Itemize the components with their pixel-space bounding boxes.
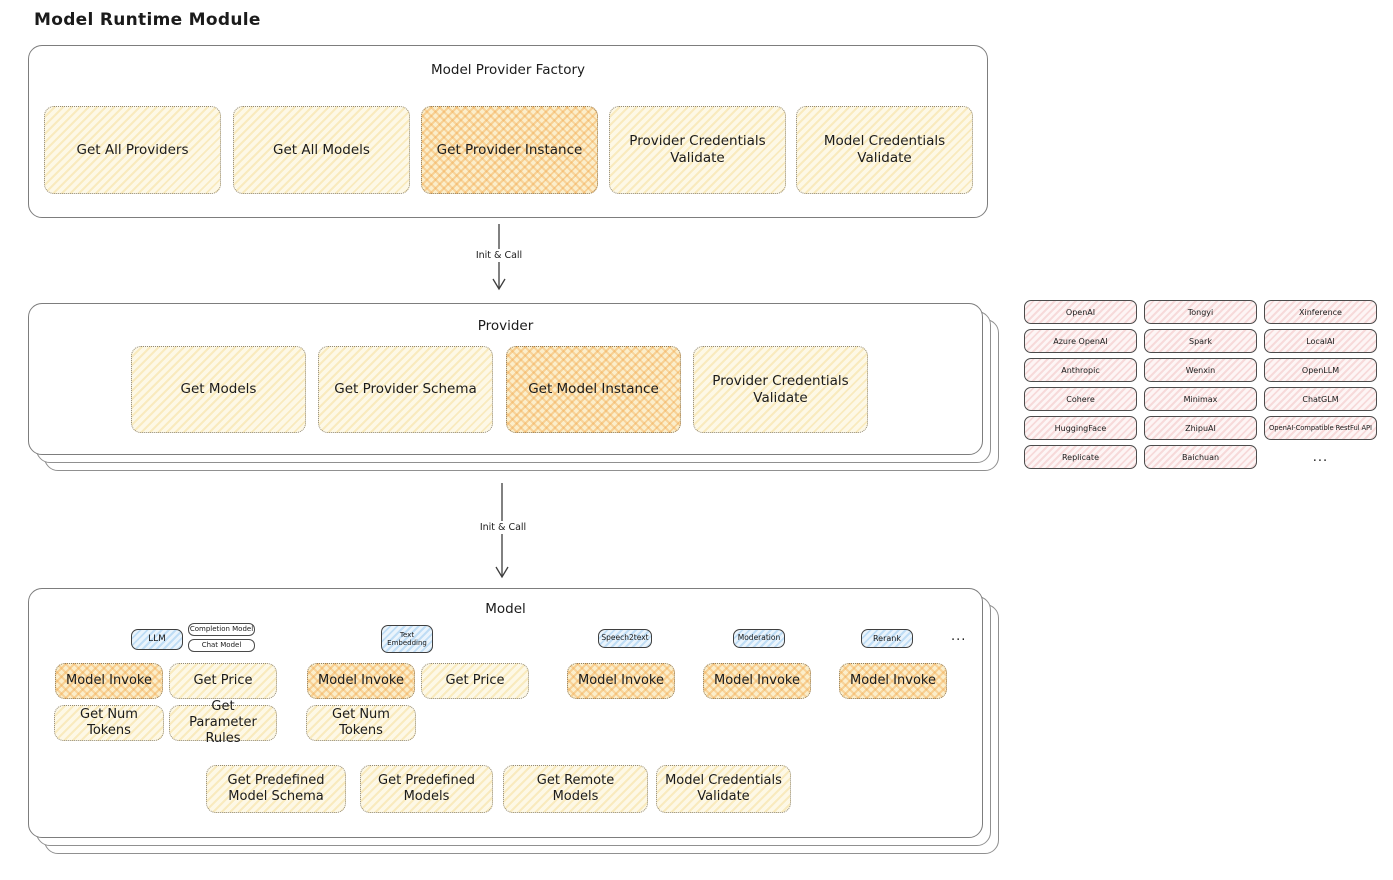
provider-pill-tongyi: Tongyi	[1144, 300, 1257, 324]
model-badge-text-embedding: Text Embedding	[381, 625, 433, 653]
model-node-llm-get-parameter-rules: Get Parameter Rules	[169, 699, 277, 746]
model-badge-llm: LLM	[131, 629, 183, 650]
model-panel: Model LLM Completion Model Chat Model Te…	[28, 588, 983, 838]
factory-node-get-provider-instance: Get Provider Instance	[421, 106, 598, 194]
model-node-s2t-model-invoke: Model Invoke	[567, 663, 675, 699]
provider-node-get-model-instance: Get Model Instance	[506, 346, 681, 433]
provider-pill-minimax: Minimax	[1144, 387, 1257, 411]
provider-pill-xinference: Xinference	[1264, 300, 1377, 324]
provider-pill-cohere: Cohere	[1024, 387, 1137, 411]
model-badges-more-ellipsis: ...	[951, 629, 967, 644]
provider-node-get-models: Get Models	[131, 346, 306, 433]
provider-pill-huggingface: HuggingFace	[1024, 416, 1137, 440]
provider-pill-localai: LocalAI	[1264, 329, 1377, 353]
provider-node-provider-credentials-validate: Provider Credentials Validate	[693, 346, 868, 433]
model-node-llm-get-price: Get Price	[169, 663, 277, 699]
provider-pill-azure-openai: Azure OpenAI	[1024, 329, 1137, 353]
provider-panel: Provider Get Models Get Provider Schema …	[28, 303, 983, 455]
arrow-label-init-call-1: Init & Call	[471, 249, 527, 262]
model-node-te-get-num-tokens: Get Num Tokens	[306, 705, 416, 741]
model-badge-rerank: Rerank	[861, 629, 913, 648]
provider-pill-anthropic: Anthropic	[1024, 358, 1137, 382]
model-node-get-predefined-models: Get Predefined Models	[360, 765, 493, 813]
provider-pill-replicate: Replicate	[1024, 445, 1137, 469]
providers-more-ellipsis: ...	[1312, 449, 1329, 465]
model-node-model-credentials-validate: Model Credentials Validate	[656, 765, 791, 813]
factory-node-get-all-models: Get All Models	[233, 106, 410, 194]
provider-pill-wenxin: Wenxin	[1144, 358, 1257, 382]
model-node-get-predefined-model-schema: Get Predefined Model Schema	[206, 765, 346, 813]
provider-title: Provider	[477, 318, 534, 334]
model-node-get-remote-models: Get Remote Models	[503, 765, 648, 813]
provider-pill-openai: OpenAI	[1024, 300, 1137, 324]
model-node-te-get-price: Get Price	[421, 663, 529, 699]
providers-grid: OpenAI Tongyi Xinference Azure OpenAI Sp…	[1024, 300, 1377, 469]
model-node-te-model-invoke: Model Invoke	[307, 663, 415, 699]
factory-title: Model Provider Factory	[430, 62, 585, 78]
model-node-llm-get-num-tokens: Get Num Tokens	[54, 705, 164, 741]
provider-pill-zhipuai: ZhipuAI	[1144, 416, 1257, 440]
provider-pill-openllm: OpenLLM	[1264, 358, 1377, 382]
factory-node-get-all-providers: Get All Providers	[44, 106, 221, 194]
model-chip-chat-model: Chat Model	[188, 639, 255, 652]
factory-panel: Model Provider Factory Get All Providers…	[28, 45, 988, 218]
model-title: Model	[485, 601, 526, 617]
model-badge-speech2text: Speech2text	[598, 629, 652, 648]
provider-pill-chatglm: ChatGLM	[1264, 387, 1377, 411]
factory-node-model-credentials-validate: Model Credentials Validate	[796, 106, 973, 194]
factory-node-provider-credentials-validate: Provider Credentials Validate	[609, 106, 786, 194]
model-node-rerank-model-invoke: Model Invoke	[839, 663, 947, 699]
model-node-llm-model-invoke: Model Invoke	[55, 663, 163, 699]
provider-pill-spark: Spark	[1144, 329, 1257, 353]
model-chip-completion-model: Completion Model	[188, 623, 255, 636]
page-title: Model Runtime Module	[34, 10, 261, 30]
arrow-label-init-call-2: Init & Call	[475, 521, 531, 534]
model-badge-moderation: Moderation	[733, 629, 785, 648]
provider-pill-baichuan: Baichuan	[1144, 445, 1257, 469]
provider-pill-openai-compatible-restful-api: OpenAI-Compatible RestFul API	[1264, 416, 1377, 440]
model-node-moderation-model-invoke: Model Invoke	[703, 663, 811, 699]
provider-node-get-provider-schema: Get Provider Schema	[318, 346, 493, 433]
